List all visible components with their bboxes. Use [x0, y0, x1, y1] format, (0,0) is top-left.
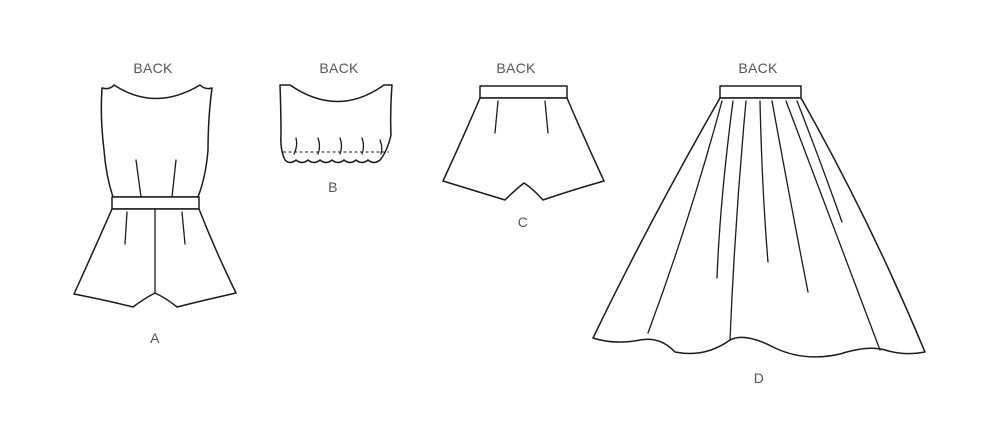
- view-b-letter: B: [328, 179, 338, 195]
- view-b-gather-4: [361, 137, 365, 155]
- view-d-skirt: BACK D: [592, 60, 926, 386]
- view-d-fold-2: [716, 100, 734, 279]
- view-a-bodice-dart-left: [135, 159, 142, 198]
- view-b-bodice: [279, 84, 393, 164]
- view-b-crop-top: BACK B: [279, 60, 393, 195]
- view-c-dart-right: [544, 100, 549, 134]
- view-d-back-label: BACK: [738, 60, 778, 76]
- view-c-shorts: BACK C: [442, 60, 605, 230]
- view-a-letter: A: [150, 330, 160, 346]
- view-d-waistband: [719, 85, 802, 99]
- view-c-dart-left: [494, 100, 499, 134]
- view-c-back-label: BACK: [496, 60, 536, 76]
- view-a-bodice: [100, 84, 213, 198]
- view-b-gather-3: [339, 137, 343, 155]
- view-a-shorts-dart-left: [124, 211, 128, 245]
- view-c-letter: C: [518, 214, 528, 230]
- view-c-waistband: [479, 85, 568, 99]
- view-a-romper: BACK A: [73, 60, 237, 346]
- view-c-shorts-body: [442, 97, 605, 201]
- view-d-fold-1: [647, 100, 723, 334]
- view-d-fold-6: [785, 100, 881, 351]
- view-d-fold-4: [759, 100, 769, 263]
- view-a-bodice-dart-right: [171, 159, 177, 198]
- view-b-gather-5: [379, 139, 383, 155]
- view-d-skirt-body: [592, 97, 926, 358]
- view-b-gather-1: [293, 137, 298, 155]
- view-b-back-label: BACK: [319, 60, 359, 76]
- view-d-fold-5: [771, 100, 809, 293]
- view-d-letter: D: [754, 370, 764, 386]
- view-a-back-label: BACK: [133, 60, 173, 76]
- view-d-fold-3: [729, 100, 747, 341]
- view-b-gather-2: [317, 137, 321, 155]
- view-a-waistband: [111, 196, 200, 210]
- view-a-shorts-dart-right: [181, 211, 186, 245]
- view-d-fold-7: [796, 100, 843, 223]
